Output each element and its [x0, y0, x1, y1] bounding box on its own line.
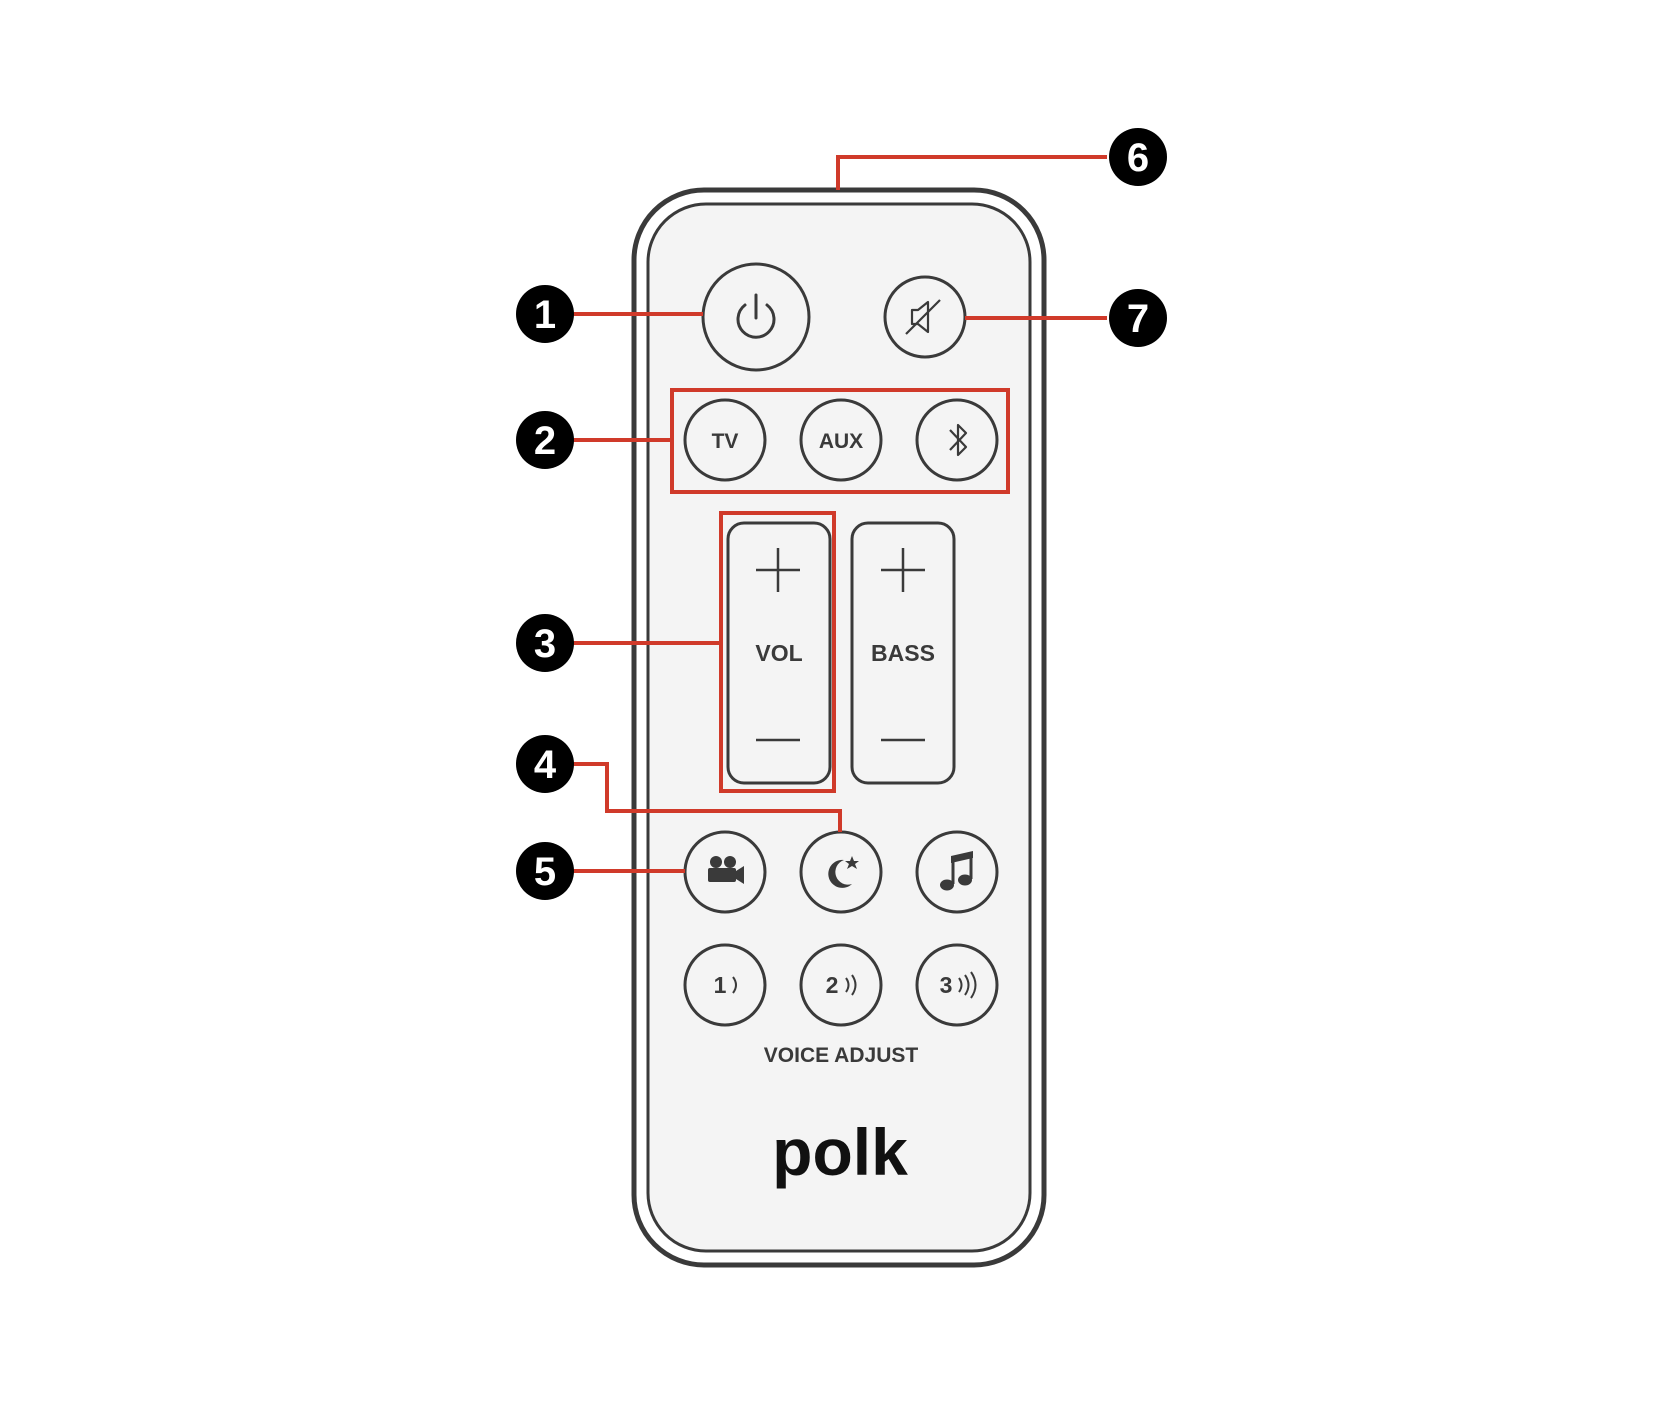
volume-rocker[interactable]: VOL	[726, 521, 832, 785]
sound-wave-icon	[958, 971, 977, 999]
voice-adjust-2-button[interactable]: 2	[799, 943, 883, 1027]
callout-lines	[572, 155, 1107, 873]
callout-marker-2: 2	[516, 411, 574, 469]
brand-logo: polk	[772, 1115, 908, 1189]
bluetooth-icon	[949, 423, 968, 457]
music-note-icon	[940, 851, 973, 891]
callout-marker-3: 3	[516, 614, 574, 672]
voice-3-label: 3	[940, 972, 953, 998]
voice-adjust-1-button[interactable]: 1	[683, 943, 767, 1027]
sound-wave-icon	[732, 976, 737, 994]
callout-marker-1: 1	[516, 285, 574, 343]
bluetooth-button[interactable]	[915, 398, 999, 482]
svg-text:5: 5	[534, 850, 556, 894]
movie-mode-button[interactable]	[683, 830, 767, 914]
callout-marker-5: 5	[516, 842, 574, 900]
callout-marker-4: 4	[516, 735, 574, 793]
vol-plus-icon	[756, 548, 800, 592]
aux-button[interactable]: AUX	[799, 398, 883, 482]
mute-button[interactable]	[883, 275, 967, 359]
power-icon	[736, 293, 776, 339]
svg-text:1: 1	[534, 293, 556, 337]
power-button[interactable]	[701, 262, 811, 372]
voice-1-label: 1	[714, 972, 727, 998]
aux-label: AUX	[819, 430, 863, 453]
music-mode-button[interactable]	[915, 830, 999, 914]
sound-wave-icon	[845, 974, 857, 996]
callout-marker-7: 7	[1109, 289, 1167, 347]
bass-rocker[interactable]: BASS	[850, 521, 956, 785]
bass-plus-icon	[881, 548, 925, 592]
movie-camera-icon	[708, 856, 744, 884]
night-mode-button[interactable]	[799, 830, 883, 914]
svg-text:6: 6	[1127, 136, 1149, 180]
voice-2-label: 2	[826, 972, 839, 998]
bass-label: BASS	[871, 640, 935, 666]
svg-text:7: 7	[1127, 297, 1149, 341]
voice-adjust-label: VOICE ADJUST	[764, 1044, 919, 1067]
svg-text:4: 4	[534, 743, 557, 787]
tv-label: TV	[712, 430, 739, 453]
mute-icon	[905, 299, 941, 335]
remote-body	[631, 187, 1047, 1268]
svg-text:2: 2	[534, 419, 556, 463]
vol-label: VOL	[755, 640, 802, 666]
moon-star-icon	[828, 856, 859, 888]
voice-adjust-3-button[interactable]: 3	[915, 943, 999, 1027]
svg-text:3: 3	[534, 622, 556, 666]
callout-marker-6: 6	[1109, 128, 1167, 186]
tv-button[interactable]: TV	[683, 398, 767, 482]
